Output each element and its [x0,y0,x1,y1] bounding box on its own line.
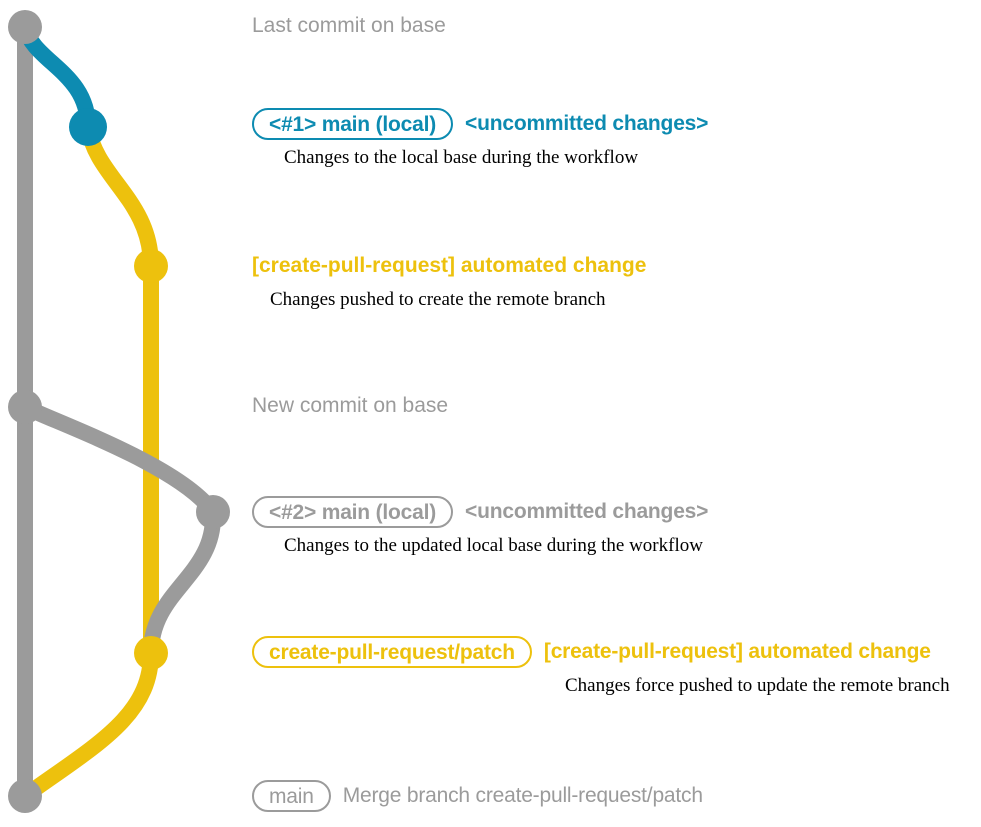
row-headline: <#2> main (local) <uncommitted changes> [252,495,708,529]
row-subtext: Changes to the local base during the wor… [284,147,639,168]
row-headline: Last commit on base [252,9,446,43]
row-headline: New commit on base [252,389,448,423]
branch-pill-create-pull-request-patch[interactable]: create-pull-request/patch [252,636,532,668]
lane-remote-merge [17,645,159,804]
row-last-commit-on-base: Last commit on base [252,9,446,43]
row-automated-change-2: create-pull-request/patch [create-pull-r… [252,635,950,697]
commit-node-base-last [8,10,42,44]
row-local-uncommitted-1: <#1> main (local) <uncommitted changes> … [252,107,708,169]
commit-node-base-merge [8,779,42,813]
row-new-commit-on-base: New commit on base [252,389,448,423]
branch-pill-main-local-2[interactable]: <#2> main (local) [252,496,454,528]
row-headline: [create-pull-request] automated change [252,249,646,283]
row-headline-text: Merge branch create-pull-request/patch [342,784,703,807]
commit-node-local-1 [69,108,107,146]
row-headline: create-pull-request/patch [create-pull-r… [252,635,950,669]
row-subtext: Changes pushed to create the remote bran… [270,289,606,310]
row-automated-change-1: [create-pull-request] automated change C… [252,249,646,311]
lane-updated-local-out [17,399,221,520]
row-headline-text: <uncommitted changes> [465,500,709,523]
commit-node-local-2 [196,495,230,529]
commit-node-patch-2 [134,636,168,670]
branch-pill-main[interactable]: main [252,780,331,812]
row-subtext: Changes to the updated local base during… [284,535,703,556]
row-headline-text: [create-pull-request] automated change [252,254,647,277]
row-headline-text: New commit on base [252,394,449,417]
row-subtext: Changes force pushed to update the remot… [565,675,950,696]
commit-node-base-new [8,390,42,424]
row-local-uncommitted-2: <#2> main (local) <uncommitted changes> … [252,495,708,557]
row-headline-text: <uncommitted changes> [465,112,709,135]
commit-node-patch-1 [134,249,168,283]
row-headline-text: [create-pull-request] automated change [543,640,931,663]
row-merge-commit: main Merge branch create-pull-request/pa… [252,779,703,813]
row-headline-text: Last commit on base [252,14,446,37]
row-headline: <#1> main (local) <uncommitted changes> [252,107,708,141]
row-headline: main Merge branch create-pull-request/pa… [252,779,703,813]
lane-updated-local-in [143,504,222,661]
branch-pill-main-local-1[interactable]: <#1> main (local) [252,108,454,140]
